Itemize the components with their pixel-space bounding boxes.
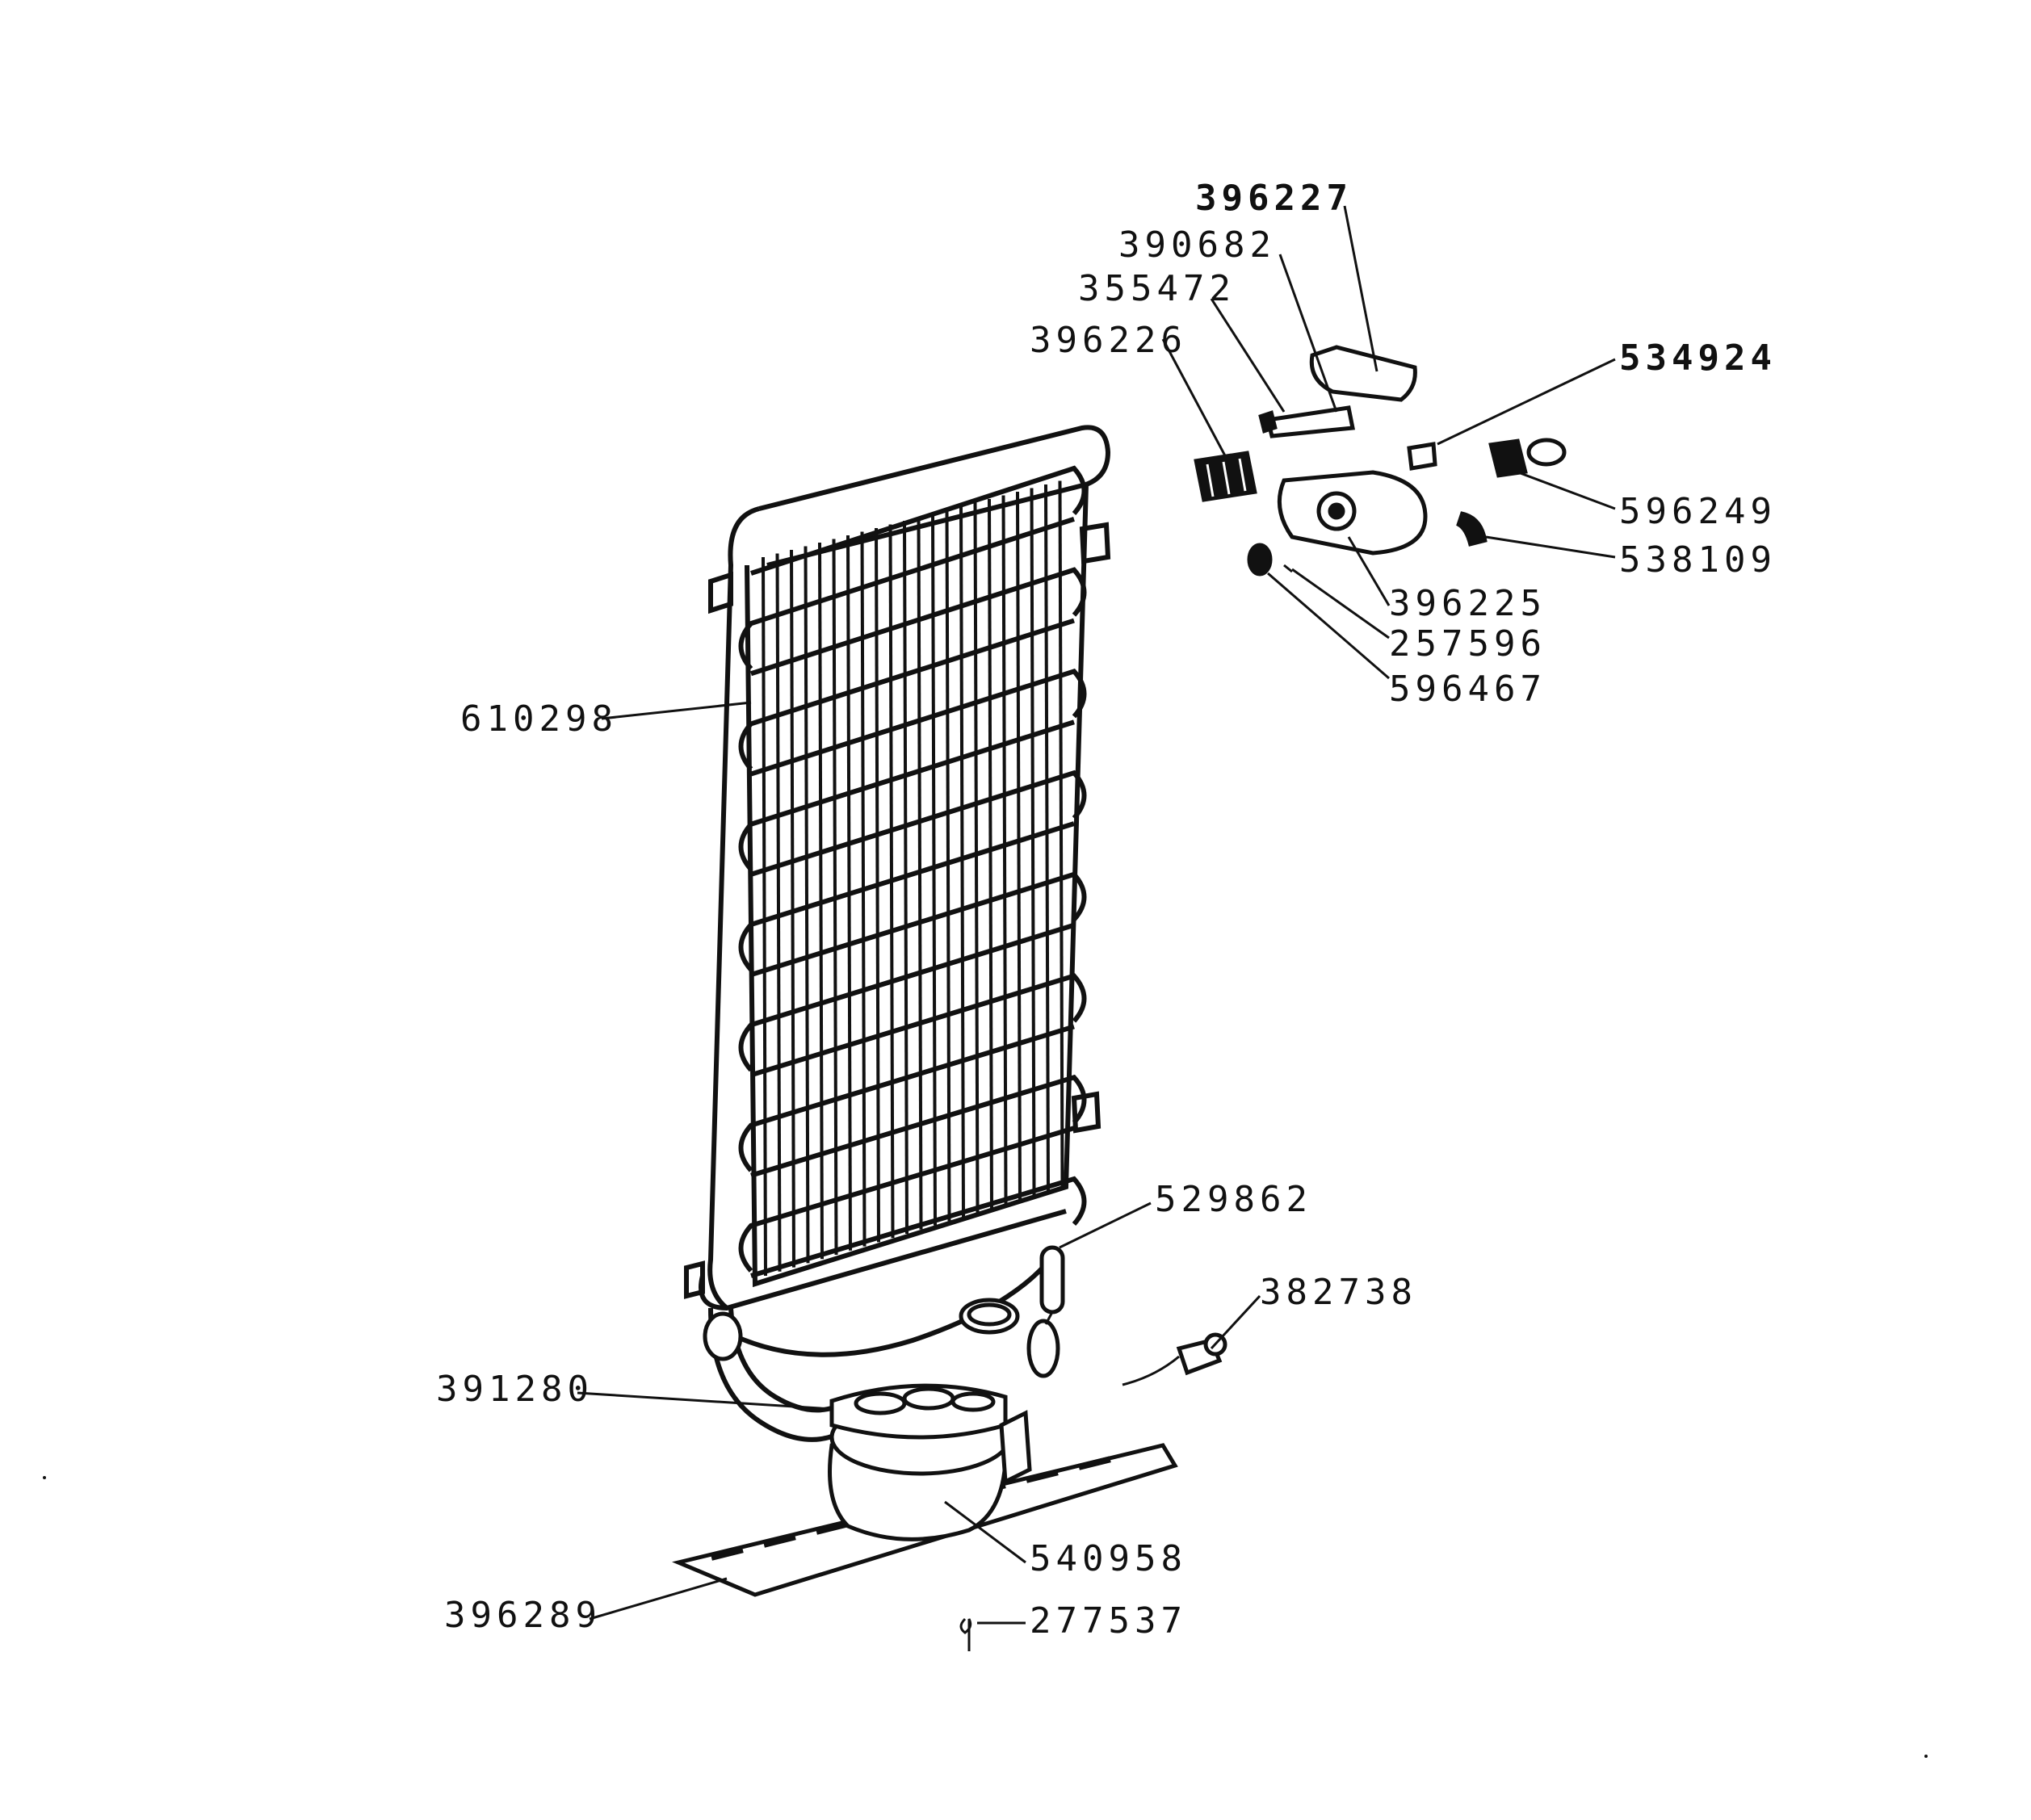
thermostat-housing (1277, 470, 1428, 556)
coil-tube (750, 567, 1087, 677)
knob-part (1247, 543, 1293, 577)
coil-tube (750, 668, 1087, 777)
label-390682: 390682 (1118, 224, 1276, 266)
label-534924: 534924 (1619, 338, 1777, 379)
coil-tube (738, 517, 1075, 671)
label-596467: 596467 (1389, 669, 1546, 710)
coil-fin (1016, 491, 1022, 1201)
coil-tube (738, 719, 1075, 871)
condenser-coil (684, 425, 1111, 1442)
label-382738: 382738 (1260, 1272, 1417, 1313)
label-529862: 529862 (1155, 1179, 1312, 1220)
coil-fin (1030, 488, 1036, 1197)
coil-fin (818, 542, 824, 1260)
label-355472: 355472 (1078, 268, 1236, 309)
compressor (672, 1383, 1178, 1597)
coil-tube (750, 973, 1087, 1078)
label-596249: 596249 (1619, 491, 1777, 532)
thermostat-knob-housing (1194, 451, 1257, 502)
coil-tube (738, 1024, 1075, 1172)
label-538109: 538109 (1619, 539, 1777, 581)
baseplate-slot (762, 1533, 796, 1548)
coil-tube (738, 618, 1075, 771)
coil-tube (738, 1126, 1075, 1273)
stray-dot (43, 1476, 46, 1479)
label-610298: 610298 (460, 698, 618, 740)
coil-fins (762, 480, 1064, 1277)
coil-fin (1058, 480, 1064, 1188)
coil-fin (860, 531, 867, 1247)
switch-part (1488, 438, 1567, 478)
coil-fin (1001, 495, 1008, 1205)
coil-fin (973, 502, 980, 1214)
coil-tube (750, 770, 1087, 877)
coil-tube (750, 465, 1087, 576)
filter-drier (1026, 1245, 1065, 1378)
capacitor-part (1122, 1332, 1227, 1386)
lamp-holder (1258, 405, 1355, 438)
coil-fin (762, 556, 767, 1277)
coil-tube (738, 821, 1075, 971)
coil-fin (832, 539, 838, 1256)
coil-tube (750, 1176, 1087, 1278)
baseplate-slot (1026, 1469, 1059, 1483)
baseplate-slot (816, 1520, 849, 1535)
coil-fin (903, 520, 908, 1235)
grommet-round (959, 1298, 1020, 1335)
coil-fin (790, 549, 795, 1268)
coil-fin (888, 524, 895, 1239)
leader-lines (577, 205, 1616, 1625)
coil-fin (875, 527, 880, 1243)
baseplate-slot (1078, 1456, 1111, 1470)
coil-fin (804, 546, 810, 1264)
label-540958: 540958 (1030, 1538, 1187, 1579)
coil-fin (775, 553, 782, 1272)
label-391280: 391280 (436, 1369, 594, 1410)
coil-fin (1044, 484, 1050, 1193)
coil-fin (917, 517, 923, 1230)
coil-fin (959, 505, 965, 1218)
coil-tube (738, 922, 1075, 1072)
clip-part (1407, 442, 1437, 471)
coil-fin (931, 513, 937, 1226)
lamp-cover (1309, 345, 1417, 402)
label-396225: 396225 (1389, 583, 1546, 624)
coil-fin (988, 498, 993, 1209)
coil-tube (750, 871, 1087, 978)
label-396227: 396227 (1195, 178, 1353, 219)
bracket-part (1456, 511, 1488, 547)
baseplate-slot (710, 1546, 744, 1561)
label-257596: 257596 (1389, 623, 1546, 665)
stray-dot (1924, 1755, 1928, 1758)
clip-small-part (959, 1617, 972, 1651)
label-396289: 396289 (444, 1595, 602, 1636)
label-277537: 277537 (1030, 1600, 1187, 1642)
coil-loops (738, 465, 1087, 1278)
coil-fin (846, 535, 852, 1251)
label-396226: 396226 (1030, 320, 1187, 361)
coil-fin (945, 510, 951, 1222)
